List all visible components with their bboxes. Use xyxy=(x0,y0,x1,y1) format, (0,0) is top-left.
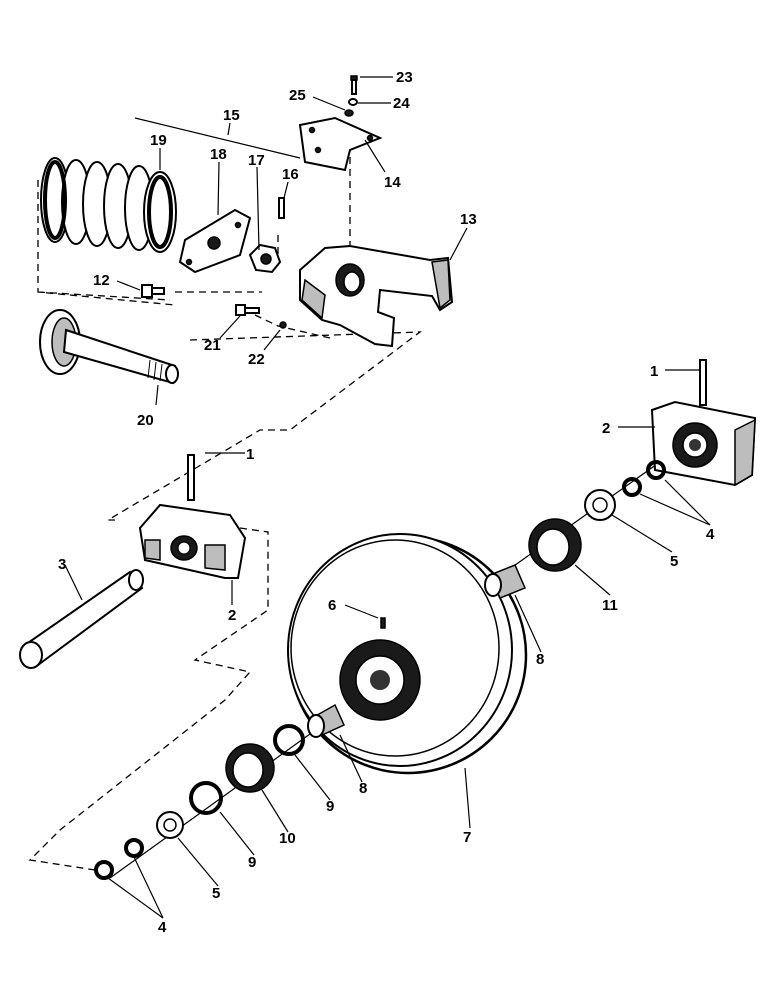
callout-8-left: 8 xyxy=(359,780,367,797)
callout-5-right: 5 xyxy=(670,553,678,570)
callout-23: 23 xyxy=(396,69,413,86)
leader-lines xyxy=(64,76,711,919)
yoke-bracket-part xyxy=(299,244,454,348)
pin-16-part xyxy=(278,197,285,219)
o-ring-9-lower-part xyxy=(189,781,223,815)
callout-2-left: 2 xyxy=(228,607,236,624)
assembly-line-spring-box xyxy=(37,180,176,306)
bolt-21-part xyxy=(235,304,260,316)
callout-8-right: 8 xyxy=(536,651,544,668)
callout-7: 7 xyxy=(463,829,471,846)
assembly-line-bolts xyxy=(175,291,331,339)
assembly-line-shaft-to-bracket xyxy=(105,331,423,521)
seal-11-part xyxy=(528,518,582,572)
callout-19: 19 xyxy=(150,132,167,149)
callout-22: 22 xyxy=(248,351,265,368)
recoil-shaft-part xyxy=(39,309,179,385)
washer-5-right-part xyxy=(584,489,616,521)
pin-1-right-part xyxy=(699,359,707,406)
callout-18: 18 xyxy=(210,146,227,163)
washer-22-part xyxy=(279,321,287,329)
callout-3: 3 xyxy=(58,556,66,573)
snap-ring-4-right-a xyxy=(622,477,642,497)
callout-4-right: 4 xyxy=(706,526,715,543)
seal-10-part xyxy=(225,743,275,793)
right-bearing-block-part xyxy=(650,400,757,487)
callout-20: 20 xyxy=(137,412,154,429)
o-ring-9-upper-part xyxy=(273,724,305,756)
idler-wheel-part xyxy=(287,533,528,775)
callout-21: 21 xyxy=(204,337,221,354)
callout-15: 15 xyxy=(223,107,240,124)
set-screw-6-part xyxy=(380,617,386,629)
callout-14: 14 xyxy=(384,174,401,191)
callout-25: 25 xyxy=(289,87,306,104)
callout-13: 13 xyxy=(460,211,477,228)
snap-ring-4-right-b xyxy=(646,460,666,480)
callout-24: 24 xyxy=(393,95,410,112)
clamp-plate-part xyxy=(298,116,383,172)
washer-24-part xyxy=(348,98,358,106)
bolt-23-part xyxy=(350,75,358,95)
callout-9-upper: 9 xyxy=(326,798,334,815)
callout-1-top: 1 xyxy=(650,363,658,380)
nut-part xyxy=(248,243,282,274)
snap-ring-4-left-b xyxy=(94,860,114,880)
bushing-8-right-part xyxy=(484,564,526,599)
callout-16: 16 xyxy=(282,166,299,183)
callout-1-left: 1 xyxy=(246,446,254,463)
callout-4-left: 4 xyxy=(158,919,167,936)
callout-9-lower: 9 xyxy=(248,854,256,871)
spring-part xyxy=(40,157,177,253)
snap-ring-4-left-a xyxy=(124,838,144,858)
left-bearing-block-part xyxy=(138,503,247,579)
callout-17: 17 xyxy=(248,152,265,169)
callout-6: 6 xyxy=(328,597,336,614)
idler-shaft-part xyxy=(19,569,144,669)
pin-1-left-part xyxy=(187,454,195,501)
callout-10: 10 xyxy=(279,830,296,847)
callout-5-left: 5 xyxy=(212,885,220,902)
bushing-8-left-part xyxy=(307,703,345,738)
callout-12: 12 xyxy=(93,272,110,289)
washer-25-part xyxy=(344,109,354,117)
bolt-12-part xyxy=(141,284,165,298)
assembly-line-left-block xyxy=(28,527,269,871)
callout-2-right: 2 xyxy=(602,420,610,437)
washer-5-left-part xyxy=(156,811,184,839)
spring-seat-plate xyxy=(178,208,252,274)
callout-11: 11 xyxy=(602,597,618,614)
